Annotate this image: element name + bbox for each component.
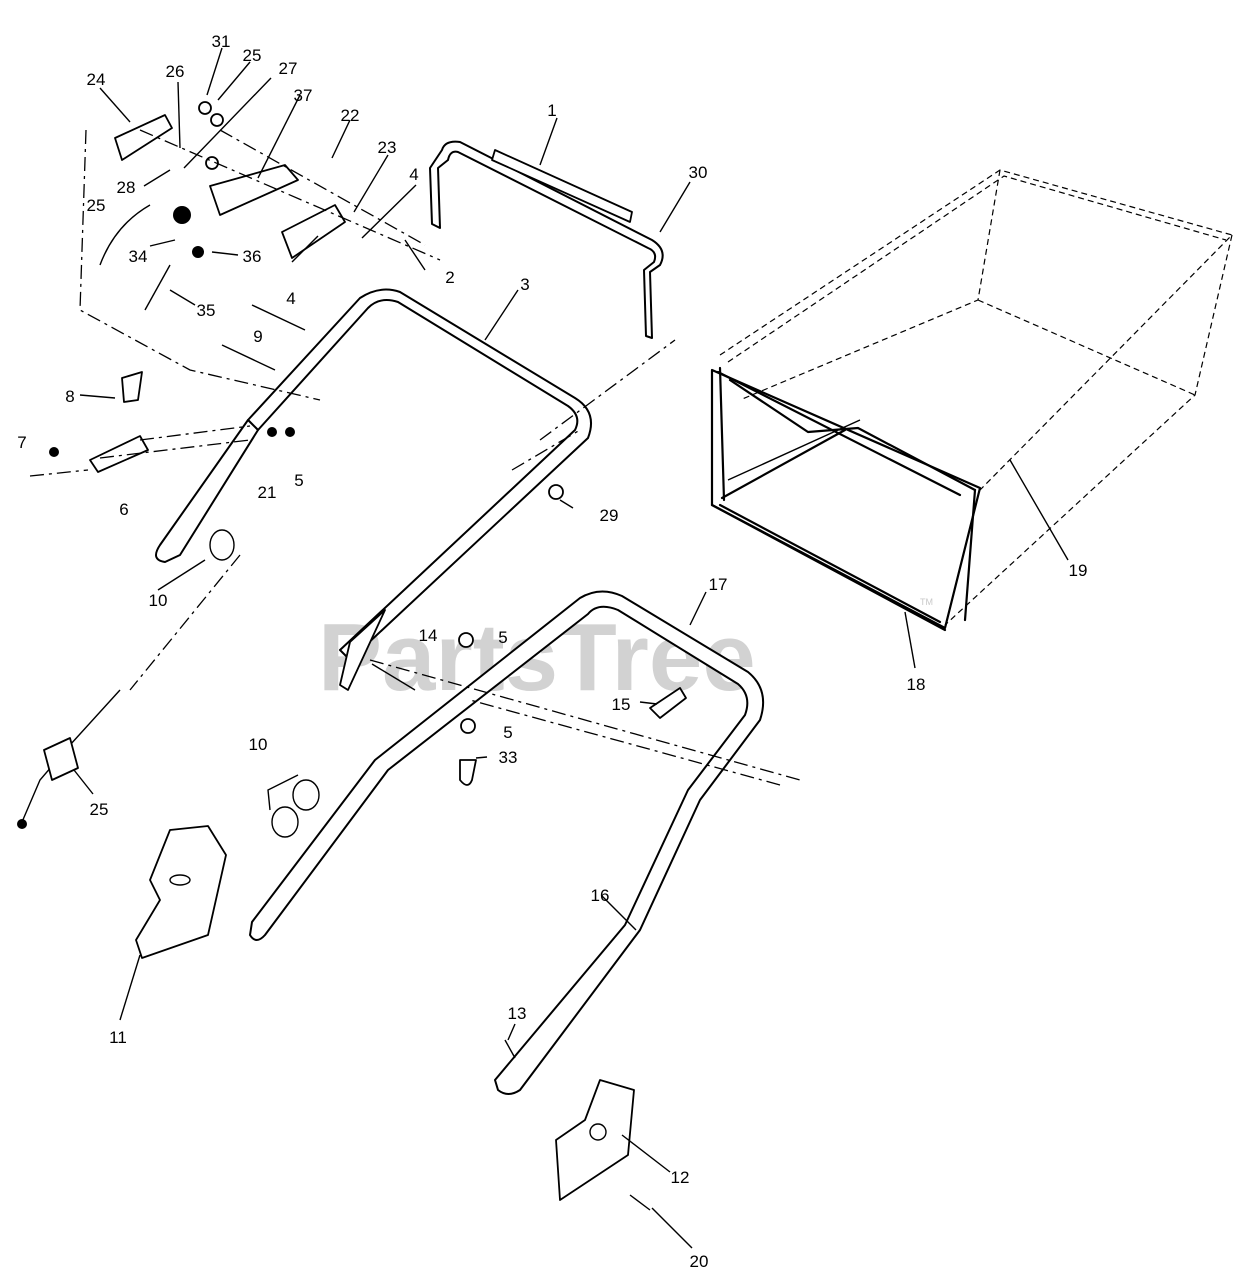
callout-4b: 4 xyxy=(286,289,295,308)
callout-25b: 25 xyxy=(87,196,106,215)
callout-31: 31 xyxy=(212,32,231,51)
callout-14: 14 xyxy=(419,626,438,645)
callout-10a: 10 xyxy=(149,591,168,610)
callout-28: 28 xyxy=(117,178,136,197)
callout-19: 19 xyxy=(1069,561,1088,580)
callout-labels: 1 2 3 4 4 5 5 5 6 7 8 9 10 10 11 12 13 1… xyxy=(17,32,1087,1271)
callout-29: 29 xyxy=(600,506,619,525)
grass-catcher-bag xyxy=(710,169,1234,632)
callout-23: 23 xyxy=(378,138,397,157)
callout-11: 11 xyxy=(109,1028,127,1047)
bracket-11 xyxy=(135,825,227,959)
bolt-14 xyxy=(371,663,416,691)
clip-13 xyxy=(504,1039,516,1059)
bolt-9a xyxy=(251,304,306,331)
callout-34: 34 xyxy=(129,247,148,266)
ring-10c xyxy=(292,779,320,811)
callout-3: 3 xyxy=(520,275,529,294)
assembly-lines xyxy=(29,129,801,786)
callout-9: 9 xyxy=(253,327,262,346)
top-handle xyxy=(429,140,664,339)
callout-13: 13 xyxy=(508,1004,527,1023)
callout-36: 36 xyxy=(243,247,262,266)
callout-1: 1 xyxy=(547,101,556,120)
callout-25c: 25 xyxy=(90,800,109,819)
callout-24: 24 xyxy=(87,70,106,89)
bracket-12-hole xyxy=(589,1123,607,1141)
clip-15 xyxy=(649,687,687,719)
bolt-20 xyxy=(629,1194,651,1211)
callout-15: 15 xyxy=(612,695,631,714)
callout-2: 2 xyxy=(445,268,454,287)
callout-8: 8 xyxy=(65,387,74,406)
callout-35: 35 xyxy=(197,301,216,320)
control-housing xyxy=(99,101,346,311)
nut-5a xyxy=(458,632,474,648)
callout-7: 7 xyxy=(17,433,26,452)
callout-17: 17 xyxy=(709,575,728,594)
callout-16: 16 xyxy=(591,886,610,905)
callout-20: 20 xyxy=(690,1252,709,1271)
callout-26: 26 xyxy=(166,62,185,81)
callout-12: 12 xyxy=(671,1168,690,1187)
bolt-9b xyxy=(221,344,276,371)
callout-30: 30 xyxy=(689,163,708,182)
ring-10b xyxy=(271,806,299,838)
callout-18: 18 xyxy=(907,675,926,694)
callout-33: 33 xyxy=(499,748,518,767)
callout-27: 27 xyxy=(279,59,298,78)
callout-5b: 5 xyxy=(498,628,507,647)
callout-25a: 25 xyxy=(243,46,262,65)
callout-6: 6 xyxy=(119,500,128,519)
lower-handle xyxy=(249,590,764,1095)
upper-handle xyxy=(155,288,592,691)
nut-5b xyxy=(460,718,476,734)
linkage-parts xyxy=(49,371,295,473)
callout-10b: 10 xyxy=(249,735,268,754)
nut-29 xyxy=(548,484,564,500)
bracket-11-slot xyxy=(169,874,191,886)
cable-adjuster xyxy=(43,737,79,781)
ring-10a xyxy=(209,529,235,561)
callout-22: 22 xyxy=(341,106,360,125)
callout-21: 21 xyxy=(258,483,277,502)
callout-5c: 5 xyxy=(503,723,512,742)
callout-5a: 5 xyxy=(294,471,303,490)
callout-37: 37 xyxy=(294,86,313,105)
leader-lines xyxy=(73,47,1069,1249)
bolt-33 xyxy=(459,759,477,786)
watermark-trademark: TM xyxy=(920,597,933,607)
callout-4a: 4 xyxy=(409,165,418,184)
